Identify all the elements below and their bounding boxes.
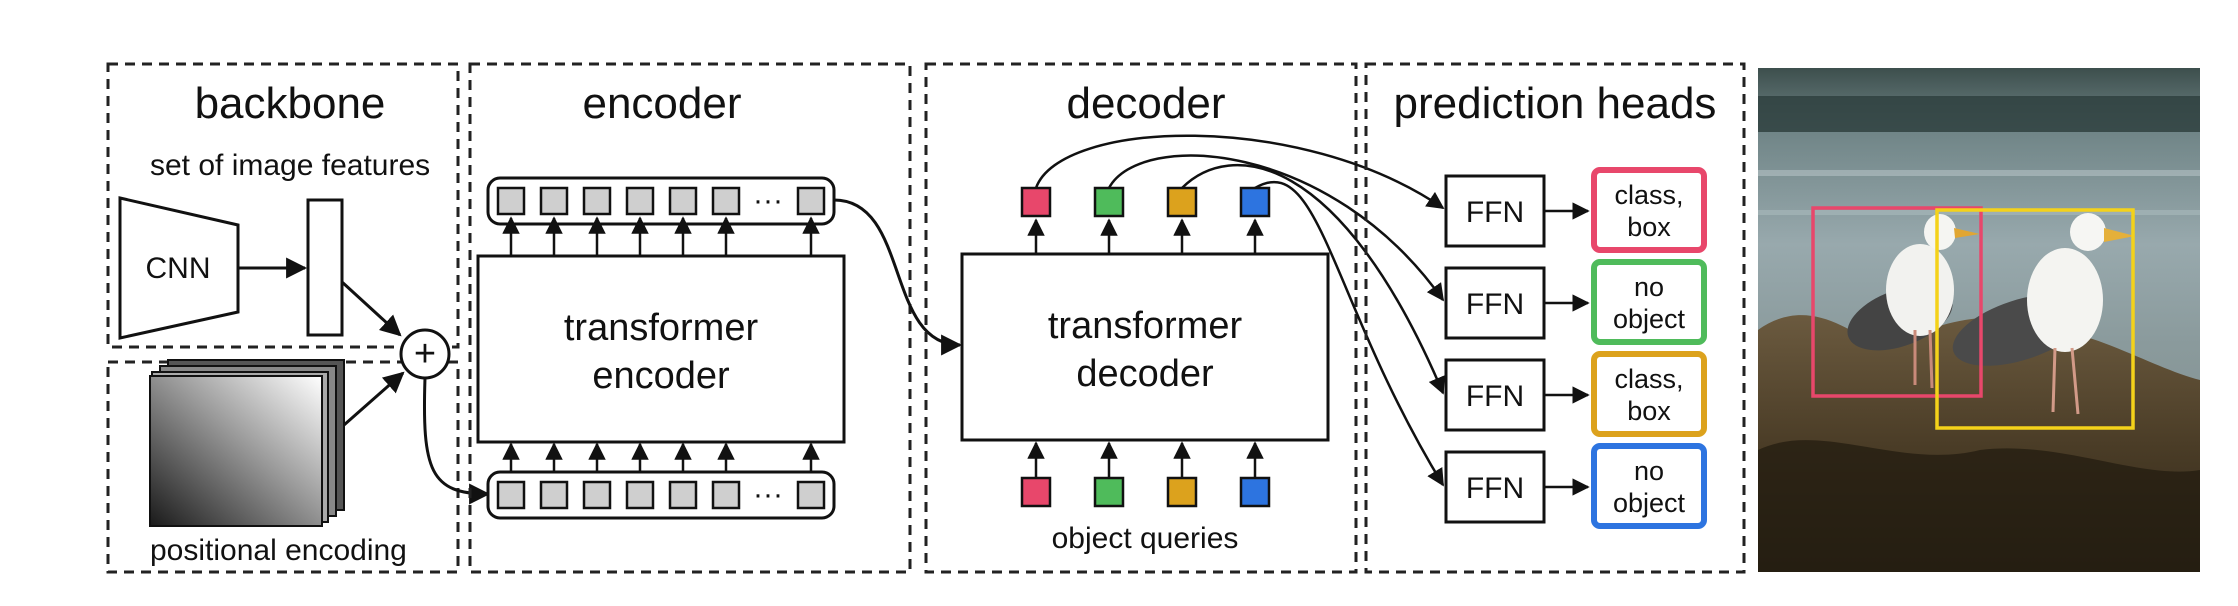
backbone-title: backbone [195,79,386,128]
ffn-block [1444,358,1546,432]
decoder-section: decoder transformer decoder object queri… [924,62,1445,574]
features-to-plus-arrow [340,280,402,337]
positional-encoding-label: positional encoding [150,534,407,567]
token-cell [668,186,698,216]
token-cell [582,186,612,216]
encoder-input-tokens [486,470,836,520]
output-line2: box [1627,212,1671,242]
detection-photo [1758,68,2200,572]
decoder-output-arrows [1027,218,1264,254]
pos-to-plus-arrow [343,371,405,427]
output-line2: object [1613,488,1686,518]
cnn-label: CNN [146,252,211,285]
ffn-block [1444,266,1546,340]
token-cell [496,186,526,216]
decoder-output-blue [1239,186,1271,218]
decoder-title: decoder [1066,79,1225,128]
decoder-block-line2: decoder [1076,353,1214,395]
object-query-yellow [1166,476,1198,508]
positional-encoding-block [149,375,323,527]
output-line1: no [1634,272,1664,302]
seagull-right [1952,213,2135,415]
decoder-output-red [1020,186,1052,218]
backbone-section: backbone set of image features CNN posit… [106,62,491,574]
object-query-green [1093,476,1125,508]
output-line2: box [1627,396,1671,426]
encoder-output-arrows [502,216,820,256]
token-cell [796,480,826,510]
transformer-encoder-block [476,254,846,444]
plus-icon: + [414,333,436,375]
token-cell [539,186,569,216]
ffn-label: FFN [1466,472,1524,505]
encoder-block-line2: encoder [592,355,730,397]
prediction-heads-title: prediction heads [1394,79,1717,128]
encoder-frame [468,62,912,574]
output-box-class [1591,167,1707,253]
object-query-arrows [1027,441,1264,478]
ffn-label: FFN [1466,380,1524,413]
output-box-class [1591,351,1707,437]
decoder-block-line1: transformer [1048,305,1243,347]
token-cell [668,480,698,510]
decoder-frame [924,62,1358,574]
decoder-output-yellow [1166,186,1198,218]
image-features-block [306,198,344,337]
output-line1: no [1634,456,1664,486]
ffn-label: FFN [1466,288,1524,321]
encoder-block-line1: transformer [564,307,759,349]
token-ellipsis: ··· [753,478,783,511]
token-cell [796,186,826,216]
object-queries-label: object queries [1052,522,1239,555]
photo-horizon-band [1758,96,2200,132]
encoder-title: encoder [582,79,741,128]
output-box-no-object [1591,259,1707,345]
output-line1: class, [1614,364,1683,394]
decoder-to-ffn-arrows [1034,134,1445,487]
token-cell [625,480,655,510]
image-features-label: set of image features [150,149,430,182]
encoder-output-token-cells: ··· [496,184,826,217]
object-query-blue [1239,476,1271,508]
token-cell [625,186,655,216]
detection-box-red [1811,206,1983,398]
ffn-block [1444,450,1546,524]
output-line2: object [1613,304,1686,334]
decoder-output-green [1093,186,1125,218]
token-cell [711,186,741,216]
token-ellipsis: ··· [753,184,783,217]
output-line1: class, [1614,180,1683,210]
backbone-frame [106,62,460,349]
encoder-input-token-cells: ··· [496,478,826,511]
photo-water-streak [1758,210,2200,215]
token-cell [496,480,526,510]
prediction-heads-frame [1364,62,1746,574]
output-box-no-object [1591,443,1707,529]
encoder-section: encoder ··· transformer encoder [468,62,963,574]
encoder-to-decoder-arrow [833,198,963,356]
prediction-heads-section: prediction heads FFN class, box FFN no o… [1364,62,1746,574]
object-query-red [1020,476,1052,508]
photo-rock-shadow [1758,440,2200,572]
photo-water-streak [1758,170,2200,176]
token-cell [539,480,569,510]
cnn-block [118,196,240,340]
detection-box-yellow [1935,208,2135,430]
ffn-label: FFN [1466,196,1524,229]
token-cell [711,480,741,510]
transformer-decoder-block [960,252,1330,442]
token-cell [582,480,612,510]
